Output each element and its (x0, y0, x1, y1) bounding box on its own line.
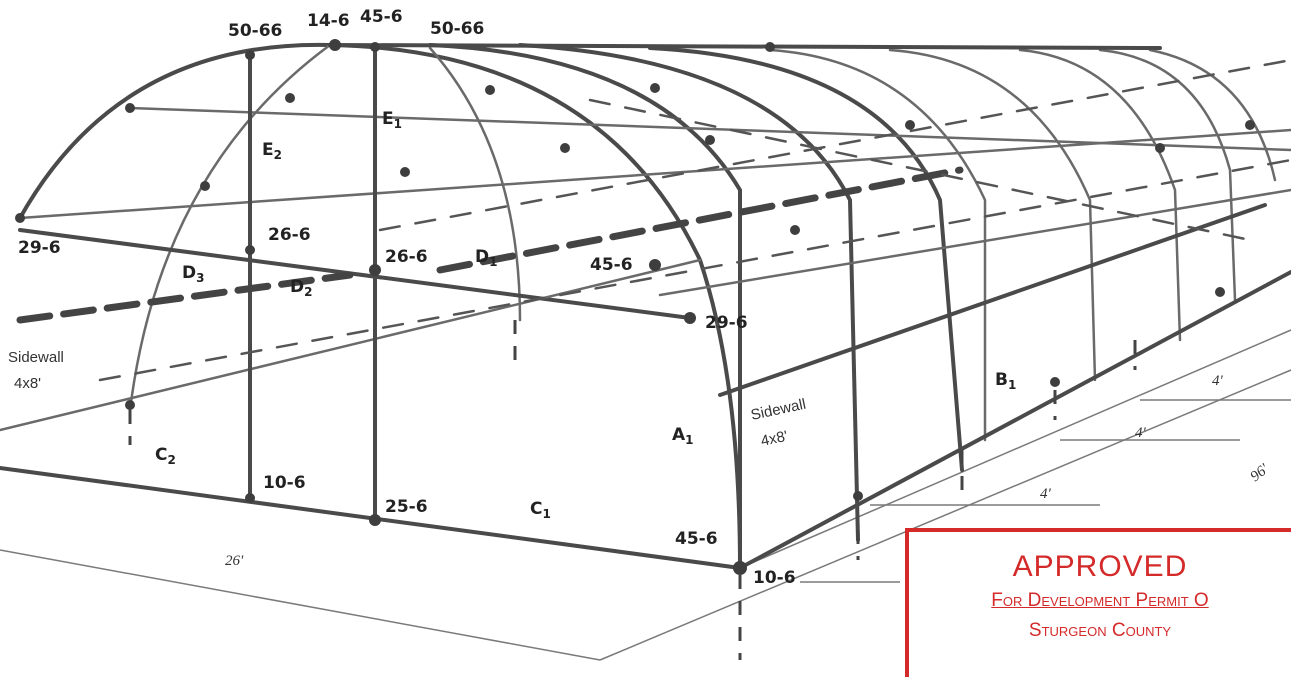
label-left-eave: 29-6 (18, 238, 61, 258)
stamp-permit-line: For Development Permit O (991, 590, 1209, 611)
purlins (0, 106, 1291, 570)
label-base-10: 10-6 (263, 473, 306, 493)
label-right-45: 45-6 (590, 255, 633, 275)
label-mid-26b: 26-6 (385, 247, 428, 267)
label-e1: E1 (382, 109, 402, 131)
dim-width: 26' (225, 553, 244, 569)
far-arches (768, 48, 1277, 442)
dim-spacing-2: 4' (1135, 425, 1147, 441)
label-c1: C1 (530, 499, 551, 521)
stamp-title: APPROVED (1012, 550, 1188, 583)
dim-length: 96' (1248, 461, 1273, 485)
label-d2: D2 (290, 277, 312, 299)
label-base-45: 45-6 (675, 529, 718, 549)
label-d1: D1 (475, 247, 497, 269)
stamp-county-line: Sturgeon County (1028, 620, 1172, 641)
label-top-mid1: 14-6 (307, 11, 350, 31)
label-sidewall-left-size: 4x8' (14, 375, 41, 392)
member-labels: E1 E2 D1 D2 D3 A1 B1 C1 C2 (155, 109, 1016, 521)
dim-spacing-1: 4' (1212, 373, 1224, 389)
approval-stamp: APPROVED For Development Permit O Sturge… (905, 528, 1291, 677)
joint-labels: 29-6 26-6 26-6 45-6 29-6 10-6 25-6 45-6 … (18, 225, 796, 588)
label-top-mid2: 45-6 (360, 7, 403, 27)
end-posts (248, 43, 377, 522)
label-c2: C2 (155, 445, 176, 467)
footings (128, 320, 1137, 660)
label-mid-26a: 26-6 (268, 225, 311, 245)
label-b1: B1 (995, 370, 1016, 392)
bracing (16, 58, 1291, 382)
label-right-eave: 29-6 (705, 313, 748, 333)
label-a1: A1 (672, 425, 694, 447)
label-top-right: 50-66 (430, 19, 484, 39)
label-sidewall-left: Sidewall (8, 349, 64, 366)
ground-guides (0, 329, 1291, 661)
label-sidewall-right-size: 4x8' (759, 428, 789, 450)
dim-spacing-3: 4' (1040, 486, 1052, 502)
label-d3: D3 (182, 263, 204, 285)
ridge-line (328, 43, 1162, 50)
front-arch (18, 42, 742, 570)
label-base-25: 25-6 (385, 497, 428, 517)
label-sidewall-right: Sidewall (749, 396, 807, 424)
label-corner-10: 10-6 (753, 568, 796, 588)
top-labels: 50-66 14-6 45-6 50-66 (228, 7, 484, 41)
frame-nodes (15, 39, 1255, 575)
label-e2: E2 (262, 140, 282, 162)
label-top-left: 50-66 (228, 21, 282, 41)
